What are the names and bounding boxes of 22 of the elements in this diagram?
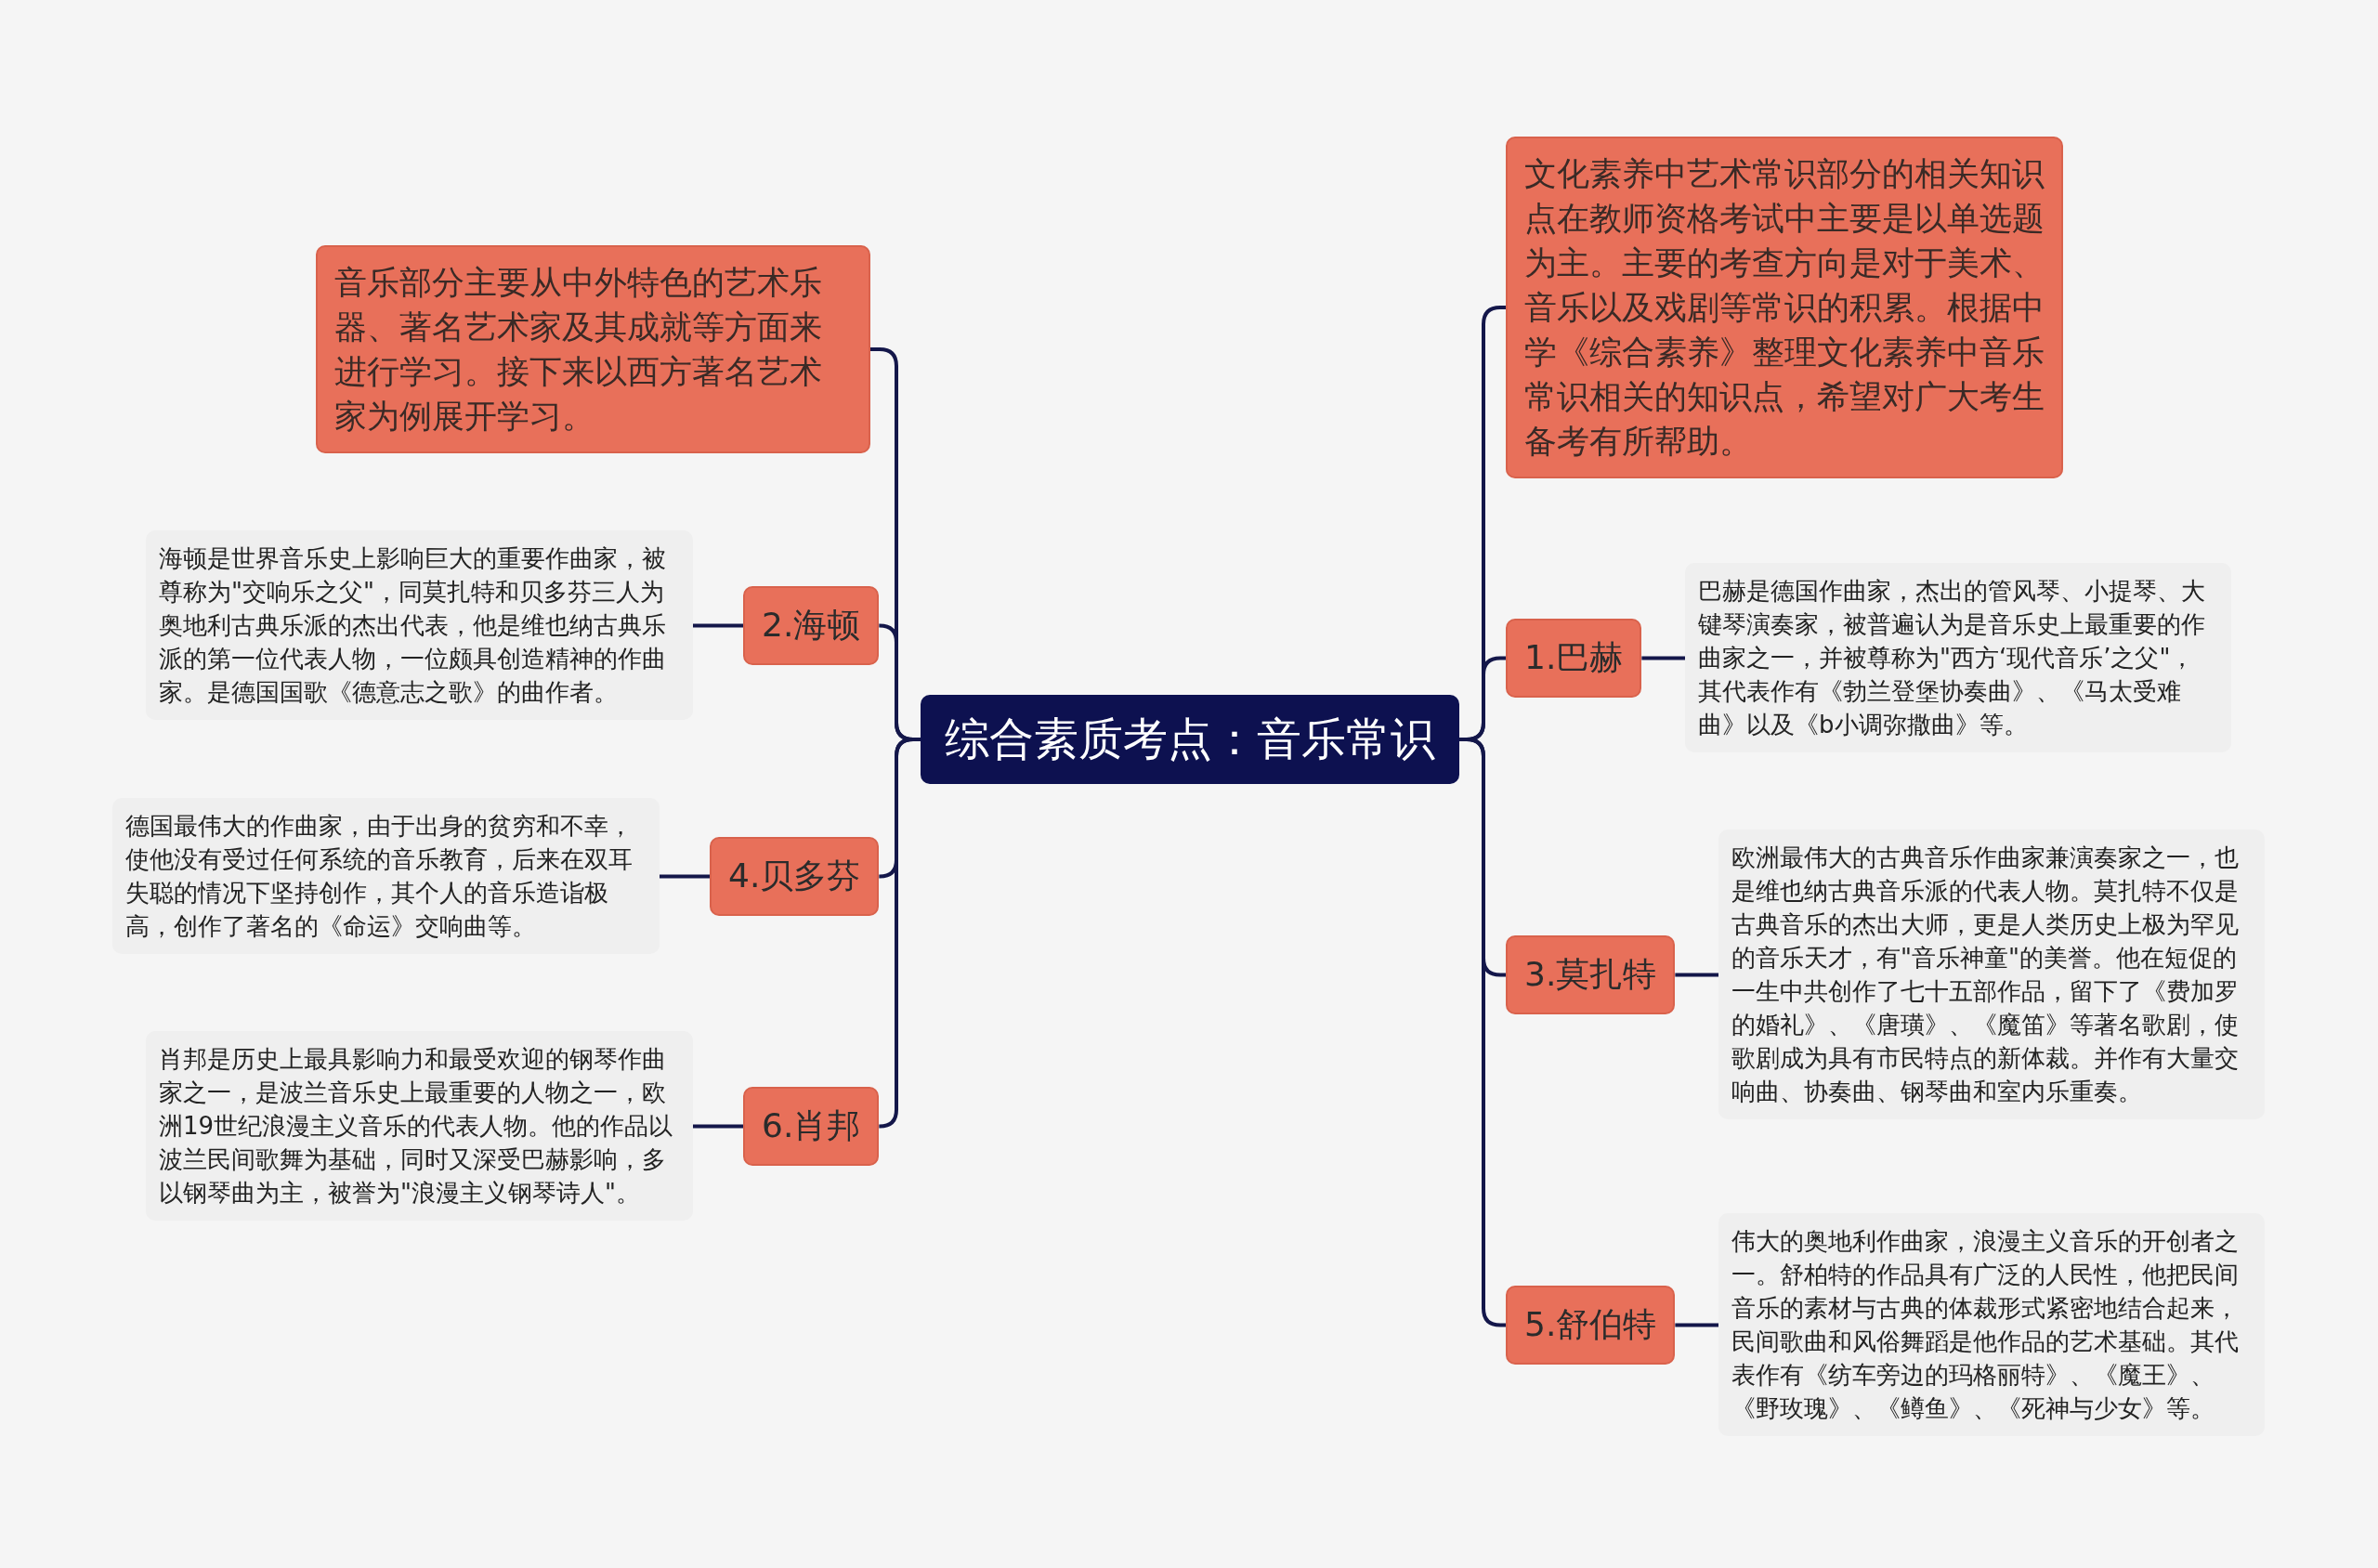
connector-line: [1675, 973, 1718, 977]
topic-box: 6.肖邦: [743, 1087, 880, 1166]
topic-box: 4.贝多芬: [710, 837, 880, 916]
note-box: 巴赫是德国作曲家，杰出的管风琴、小提琴、大键琴演奏家，被普遍认为是音乐史上最重要的作曲家之一，并被尊称为"西方‘现代音乐’之父"，其代表作有《勃兰登堡协奏曲》、《马太受难曲》以及《b小调弥撒曲》等。: [1685, 563, 2231, 752]
topic-box: 1.巴赫: [1506, 619, 1642, 698]
connector-line: [660, 874, 710, 879]
note-box: 海顿是世界音乐史上影响巨大的重要作曲家，被尊称为"交响乐之父"，同莫扎特和贝多芬三人为奥地利古典乐派的杰出代表，他是维也纳古典乐派的第一位代表人物，一位颇具创造精神的作曲家。是德国国歌《德意志之歌》的曲作者。: [146, 530, 693, 720]
note-box: 欧洲最伟大的古典音乐作曲家兼演奏家之一，也是维也纳古典音乐派的代表人物。莫扎特不仅是古典音乐的杰出大师，更是人类历史上极为罕见的音乐天才，有"音乐神童"的美誉。他在短促的一生中共创作了七十五部作品，留下了《费加罗的婚礼》、《唐璜》、《魔笛》等著名歌剧，使歌剧成为具有市民特点的新体裁。并作有大量交响曲、协奏曲、钢琴曲和室内乐重奏。: [1718, 830, 2265, 1119]
title-box: 综合素质考点：音乐常识: [921, 695, 1459, 784]
connector-line: [693, 1124, 743, 1129]
connector-line: [1675, 1323, 1718, 1327]
note-box: 德国最伟大的作曲家，由于出身的贫穷和不幸，使他没有受过任何系统的音乐教育，后来在双耳失聪的情况下坚持创作，其个人的音乐造诣极高，创作了著名的《命运》交响曲等。: [112, 798, 660, 954]
note-box: 肖邦是历史上最具影响力和最受欢迎的钢琴作曲家之一，是波兰音乐史上最重要的人物之一，欧洲19世纪浪漫主义音乐的代表人物。他的作品以波兰民间歌舞为基础，同时又深受巴赫影响，多以钢琴曲为主，被誉为"浪漫主义钢琴诗人"。: [146, 1031, 693, 1221]
connector-line: [693, 623, 743, 628]
connector-line: [878, 738, 921, 1129]
note-box: 伟大的奥地利作曲家，浪漫主义音乐的开创者之一。舒柏特的作品具有广泛的人民性，他把民间音乐的素材与古典的体裁形式紧密地结合起来，民间歌曲和风俗舞蹈是他作品的艺术基础。其代表作有《纺车旁边的玛格丽特》、《魔王》、《野玫瑰》、《鳟鱼》、《死神与少女》等。: [1718, 1213, 2265, 1436]
topic-box: 5.舒伯特: [1506, 1286, 1676, 1365]
topic-box: 文化素养中艺术常识部分的相关知识点在教师资格考试中主要是以单选题为主。主要的考查方向是对于美术、音乐以及戏剧等常识的积累。根据中学《综合素养》整理文化素养中音乐常识相关的知识点，希望对广大考生备考有所帮助。: [1506, 137, 2063, 478]
topic-box: 音乐部分主要从中外特色的艺术乐器、著名艺术家及其成就等方面来进行学习。接下来以西方著名艺术家为例展开学习。: [316, 245, 870, 453]
topic-box: 2.海顿: [743, 586, 880, 665]
topic-box: 3.莫扎特: [1506, 935, 1676, 1014]
connector-line: [1641, 656, 1685, 660]
